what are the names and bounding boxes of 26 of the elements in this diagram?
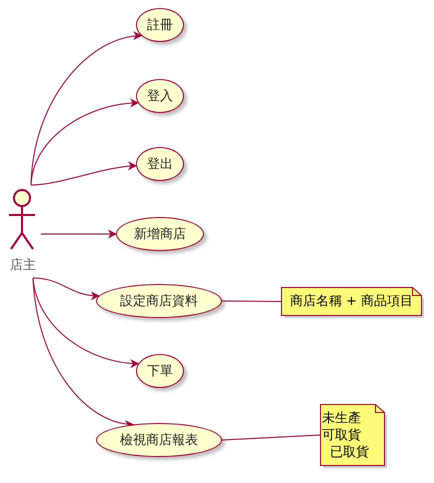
association-arrow: [32, 278, 100, 300]
use-case-ellipse: [96, 284, 222, 318]
use-case-label: 登入: [147, 88, 173, 104]
note-text: 商店名稱 + 商品項目: [290, 293, 414, 310]
association-arrow: [32, 278, 140, 368]
use-case-ellipse: [136, 8, 184, 42]
use-case-label: 新增商店: [134, 226, 186, 242]
use-case-ellipse: [136, 354, 184, 388]
use-case-label: 下單: [147, 362, 173, 380]
note-connector: [222, 434, 320, 440]
use-case-label: 登出: [147, 156, 173, 172]
use-case-label: 設定商店資料: [120, 292, 198, 310]
use-case-ellipse: [136, 79, 184, 113]
use-case-ellipse: [116, 217, 204, 251]
note-connector: [222, 300, 282, 302]
association-arrow: [30, 162, 138, 186]
use-case-label: 註冊: [147, 16, 173, 34]
use-case-ellipse: [96, 423, 222, 457]
use-case-ellipse: [136, 147, 184, 181]
actor-label: 店主: [10, 257, 36, 274]
association-arrow: [40, 230, 117, 238]
note-text: 已取貨: [330, 444, 369, 460]
note-text: 未生產: [322, 410, 361, 426]
association-arrow: [30, 98, 139, 186]
note-text: 可取貨: [322, 426, 361, 444]
use-case-label: 檢視商店報表: [120, 432, 198, 448]
